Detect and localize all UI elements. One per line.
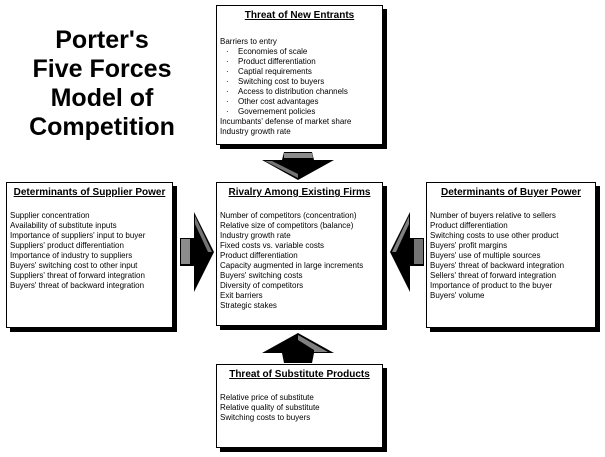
list-item: Buyers' use of multiple sources bbox=[430, 251, 541, 260]
list-item: · Access to distribution channels bbox=[220, 87, 382, 97]
list-item: Fixed costs vs. variable costs bbox=[220, 241, 325, 250]
substitute-box: Threat of Substitute Products Relative p… bbox=[216, 364, 383, 448]
list-item: Importance of product to the buyer bbox=[430, 281, 553, 290]
list-item: Industry growth rate bbox=[220, 127, 291, 136]
new-entrants-list: Barriers to entry · Economies of scale · P… bbox=[217, 21, 382, 137]
rivalry-box: Rivalry Among Existing Firms Number of c… bbox=[216, 182, 383, 326]
list-item-text: Switching cost to buyers bbox=[238, 77, 325, 86]
left-arrow-icon bbox=[390, 212, 424, 292]
bullet: · bbox=[226, 67, 229, 76]
buyer-power-box: Determinants of Buyer Power Number of bu… bbox=[426, 182, 596, 328]
supplier-power-list: Supplier concentration Availability of s… bbox=[7, 198, 172, 291]
list-item: · Other cost advantages bbox=[220, 97, 382, 107]
list-item: Barriers to entry bbox=[220, 37, 277, 46]
list-item: · Switching cost to buyers bbox=[220, 77, 382, 87]
list-item: Relative price of substitute bbox=[220, 393, 314, 402]
bullet: · bbox=[226, 87, 229, 96]
down-arrow-icon bbox=[262, 152, 334, 180]
right-arrow-icon bbox=[180, 212, 214, 292]
list-item: Switching costs to buyers bbox=[220, 413, 311, 422]
bullet: · bbox=[226, 57, 229, 66]
new-entrants-box: Threat of New Entrants Barriers to entry… bbox=[216, 5, 383, 145]
list-item: Suppliers' product differentiation bbox=[10, 241, 124, 250]
list-item: Buyers' switching costs bbox=[220, 271, 303, 280]
bullet: · bbox=[226, 107, 229, 116]
list-item: · Product differentiation bbox=[220, 57, 382, 67]
list-item: · Governement policies bbox=[220, 107, 382, 117]
list-item: · Captial requirements bbox=[220, 67, 382, 77]
supplier-power-box: Determinants of Supplier Power Supplier … bbox=[6, 182, 173, 328]
bullet: · bbox=[226, 97, 229, 106]
diagram-title: Porter's Five Forces Model of Competitio… bbox=[12, 26, 192, 142]
list-item: Buyers' switching cost to other input bbox=[10, 261, 138, 270]
list-item: Number of competitors (concentration) bbox=[220, 211, 357, 220]
title-line: Competition bbox=[29, 113, 175, 141]
list-item: Buyers' volume bbox=[430, 291, 485, 300]
substitute-heading: Threat of Substitute Products bbox=[229, 369, 370, 380]
list-item: Availability of substitute inputs bbox=[10, 221, 117, 230]
list-item-text: Other cost advantages bbox=[238, 97, 319, 106]
list-item: · Economies of scale bbox=[220, 47, 382, 57]
list-item: Buyers' threat of backward integration bbox=[430, 261, 565, 270]
list-item-text: Access to distribution channels bbox=[238, 87, 348, 96]
list-item: Exit barriers bbox=[220, 291, 263, 300]
substitute-list: Relative price of substitute Relative qu… bbox=[217, 380, 382, 423]
list-item-text: Captial requirements bbox=[238, 67, 312, 76]
list-item-text: Product differentiation bbox=[238, 57, 316, 66]
list-item: Incumbants' defense of market share bbox=[220, 117, 352, 126]
list-item: Capacity augmented in large increments bbox=[220, 261, 364, 270]
bullet: · bbox=[226, 47, 229, 56]
list-item: Buyers' threat of backward integration bbox=[10, 281, 145, 290]
buyer-power-heading: Determinants of Buyer Power bbox=[440, 187, 582, 198]
list-item: Diversity of competitors bbox=[220, 281, 304, 290]
list-item-text: Governement policies bbox=[238, 107, 316, 116]
list-item: Number of buyers relative to sellers bbox=[430, 211, 556, 220]
bullet: · bbox=[226, 77, 229, 86]
list-item: Relative size of competitors (balance) bbox=[220, 221, 354, 230]
list-item: Relative quality of substitute bbox=[220, 403, 320, 412]
list-item: Importance of industry to suppliers bbox=[10, 251, 133, 260]
list-item: Sellers' threat of forward integration bbox=[430, 271, 557, 280]
list-item: Suppliers' threat of forward integration bbox=[10, 271, 145, 280]
rivalry-list: Number of competitors (concentration) Re… bbox=[217, 198, 382, 311]
rivalry-heading: Rivalry Among Existing Firms bbox=[228, 187, 371, 198]
up-arrow-icon bbox=[262, 333, 334, 363]
list-item: Supplier concentration bbox=[10, 211, 90, 220]
title-line: Five Forces bbox=[32, 55, 172, 83]
list-item: Industry growth rate bbox=[220, 231, 291, 240]
list-item: Buyers' profit margins bbox=[430, 241, 508, 250]
list-item: Strategic stakes bbox=[220, 301, 277, 310]
list-item: Switching costs to use other product bbox=[430, 231, 559, 240]
title-line: Model of bbox=[50, 84, 154, 112]
list-item-text: Economies of scale bbox=[238, 47, 308, 56]
title-line: Porter's bbox=[55, 26, 149, 54]
list-item: Product differentiation bbox=[430, 221, 508, 230]
list-item: Importance of suppliers' input to buyer bbox=[10, 231, 146, 240]
buyer-power-list: Number of buyers relative to sellers Pro… bbox=[427, 198, 595, 301]
supplier-power-heading: Determinants of Supplier Power bbox=[13, 187, 166, 198]
new-entrants-heading: Threat of New Entrants bbox=[244, 10, 355, 21]
list-item: Product differentiation bbox=[220, 251, 298, 260]
